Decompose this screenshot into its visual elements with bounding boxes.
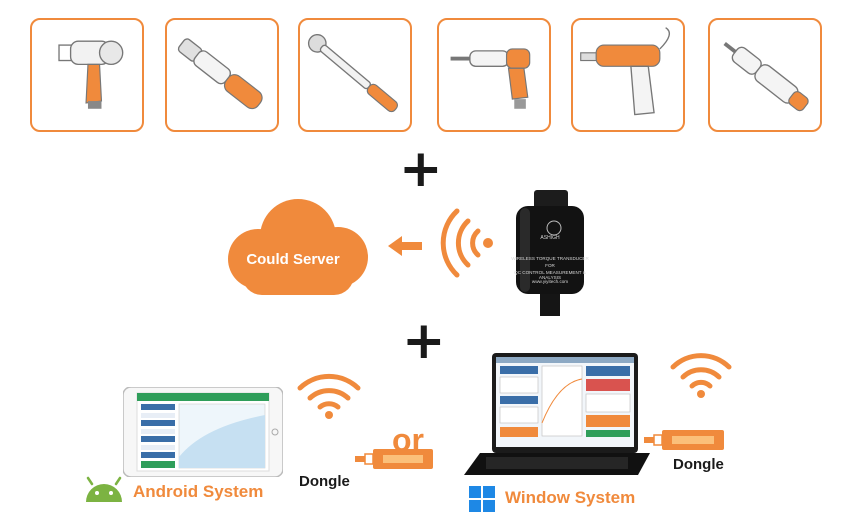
plus-sign-middle: +: [402, 311, 446, 371]
tool-card-impact-wrench: [30, 18, 144, 132]
tablet-dongle-label: Dongle: [299, 473, 350, 490]
cloud-server-label: Could Server: [246, 251, 340, 268]
pistol-nutrunner-icon: [580, 27, 671, 116]
android-icon: [86, 476, 122, 502]
tablet-wifi-icon: [297, 373, 361, 419]
screwdriver-icon: [450, 48, 531, 109]
transducer-line-1: WIRELESS TORQUE TRANSDUCER: [511, 256, 589, 261]
arrow-left-icon: [388, 236, 422, 256]
wireless-signal-icon: [440, 208, 493, 278]
or-label: or: [392, 422, 424, 458]
tablet-dongle-icon: [355, 449, 433, 469]
impact-wrench-icon: [58, 40, 124, 109]
transducer-line-3: QC CONTROL MEASUREMENT & ANALYSIS: [514, 270, 586, 280]
window-system-label: Window System: [505, 488, 636, 507]
windows-laptop: [464, 353, 650, 475]
laptop-dongle-icon: [644, 430, 724, 450]
tool-card-ratchet-wrench: [165, 18, 279, 132]
torque-transducer: [516, 190, 584, 316]
tool-card-screwdriver: [437, 18, 551, 132]
click-torque-wrench-icon: [307, 34, 398, 113]
transducer-brand: ASHIGH: [540, 235, 560, 241]
laptop-wifi-icon: [670, 353, 732, 398]
android-tablet: [123, 387, 283, 477]
laptop-dongle-label: Dongle: [673, 456, 724, 473]
tool-card-straight-screwdriver: [708, 18, 822, 132]
cloud-icon: [228, 199, 368, 295]
transducer-line-4: www.yiyitech.com: [531, 279, 569, 284]
tool-card-nutrunner: [571, 18, 685, 132]
ratchet-wrench-icon: [177, 38, 263, 110]
transducer-line-2: FOR: [545, 263, 555, 268]
android-system-label: Android System: [133, 482, 264, 501]
windows-icon: [469, 486, 495, 512]
plus-sign-top: +: [399, 139, 443, 199]
tool-card-torque-wrench: [298, 18, 412, 132]
straight-screwdriver-icon: [723, 41, 809, 112]
